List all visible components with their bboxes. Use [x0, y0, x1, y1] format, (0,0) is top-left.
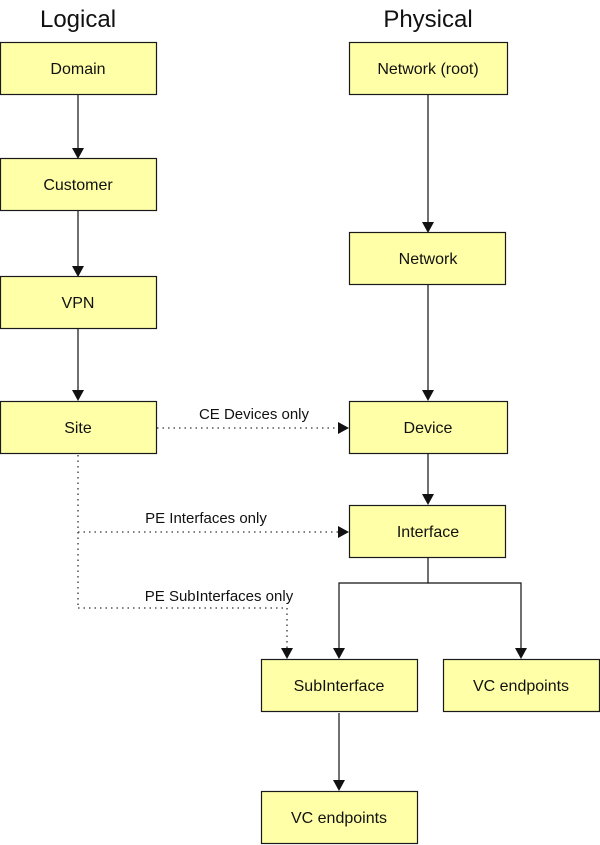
- node-vc-endpoints-interface[interactable]: VC endpoints: [442, 658, 600, 713]
- node-site[interactable]: Site: [0, 400, 158, 455]
- node-network-root[interactable]: Network (root): [348, 41, 509, 96]
- label-pe-interfaces-only: PE Interfaces only: [145, 510, 267, 527]
- node-vc-endpoints-subinterface-label: VC endpoints: [291, 810, 387, 827]
- node-subinterface[interactable]: SubInterface: [260, 658, 419, 713]
- node-vpn-label: VPN: [62, 295, 95, 312]
- arrowhead-icon: [422, 222, 434, 233]
- node-interface-label: Interface: [397, 524, 459, 541]
- arrowhead-icon: [515, 648, 527, 659]
- arrowhead-icon: [338, 526, 349, 538]
- node-vc-endpoints-interface-label: VC endpoints: [473, 678, 569, 695]
- arrowhead-icon: [333, 780, 345, 791]
- arrowhead-icon: [72, 148, 84, 159]
- node-network-root-label: Network (root): [377, 61, 478, 78]
- arrowhead-icon: [72, 266, 84, 277]
- node-device-label: Device: [404, 420, 453, 437]
- arrowhead-icon: [422, 390, 434, 401]
- node-customer[interactable]: Customer: [0, 157, 158, 212]
- node-customer-label: Customer: [43, 177, 113, 194]
- node-network-label: Network: [399, 251, 459, 268]
- node-interface[interactable]: Interface: [348, 504, 507, 559]
- arrowhead-icon: [338, 422, 349, 434]
- node-device[interactable]: Device: [348, 400, 509, 455]
- node-domain-label: Domain: [50, 61, 105, 78]
- node-domain[interactable]: Domain: [0, 41, 158, 96]
- node-vpn[interactable]: VPN: [0, 275, 158, 330]
- arrowhead-icon: [333, 648, 345, 659]
- arrowhead-icon: [281, 648, 293, 659]
- physical-column-header: Physical: [383, 6, 472, 33]
- node-site-label: Site: [64, 420, 92, 437]
- label-ce-devices-only: CE Devices only: [199, 406, 310, 423]
- logical-column-header: Logical: [40, 6, 116, 33]
- node-subinterface-label: SubInterface: [294, 678, 385, 695]
- label-pe-subinterfaces-only: PE SubInterfaces only: [145, 588, 294, 605]
- arrowhead-icon: [72, 390, 84, 401]
- node-vc-endpoints-subinterface[interactable]: VC endpoints: [260, 790, 419, 845]
- dotted-link-pe-subinterfaces: [78, 607, 288, 648]
- arrowhead-icon: [422, 494, 434, 505]
- connector-interface-vc-endpoints: [428, 582, 522, 648]
- node-network[interactable]: Network: [348, 231, 507, 286]
- connector-interface-subinterface: [338, 557, 429, 648]
